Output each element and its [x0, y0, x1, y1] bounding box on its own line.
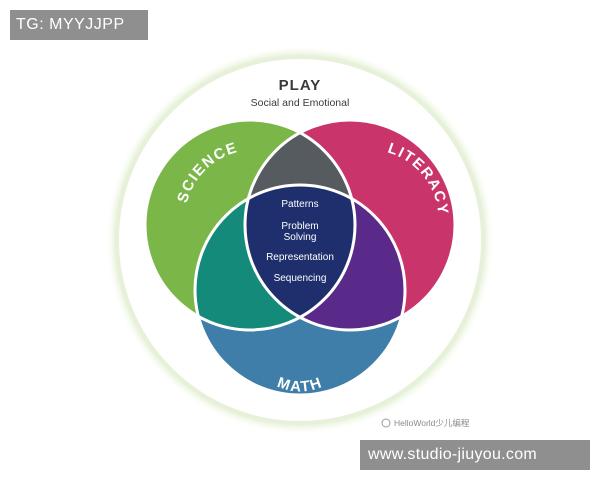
- center-item-representation: Representation: [266, 252, 334, 263]
- watermark-tag: TG: MYYJJPP: [10, 10, 148, 40]
- literacy-outline: [243, 118, 457, 332]
- play-subtitle: Social and Emotional: [251, 97, 350, 109]
- center-item-patterns: Patterns: [281, 199, 318, 210]
- source-watermark: HelloWorld少儿编程: [381, 418, 470, 428]
- math-outline: [193, 183, 407, 397]
- center-item-solving: Solving: [284, 232, 317, 243]
- wechat-icon: [381, 418, 391, 428]
- center-item-problem: Problem: [281, 221, 318, 232]
- source-watermark-text: HelloWorld少儿编程: [394, 418, 470, 428]
- science-outline: [143, 118, 357, 332]
- play-title: PLAY: [279, 77, 322, 94]
- center-overlap: [245, 185, 355, 330]
- center-item-sequencing: Sequencing: [274, 273, 327, 284]
- math-label: MATH: [275, 374, 325, 395]
- watermark-url: www.studio-jiuyou.com: [360, 440, 590, 470]
